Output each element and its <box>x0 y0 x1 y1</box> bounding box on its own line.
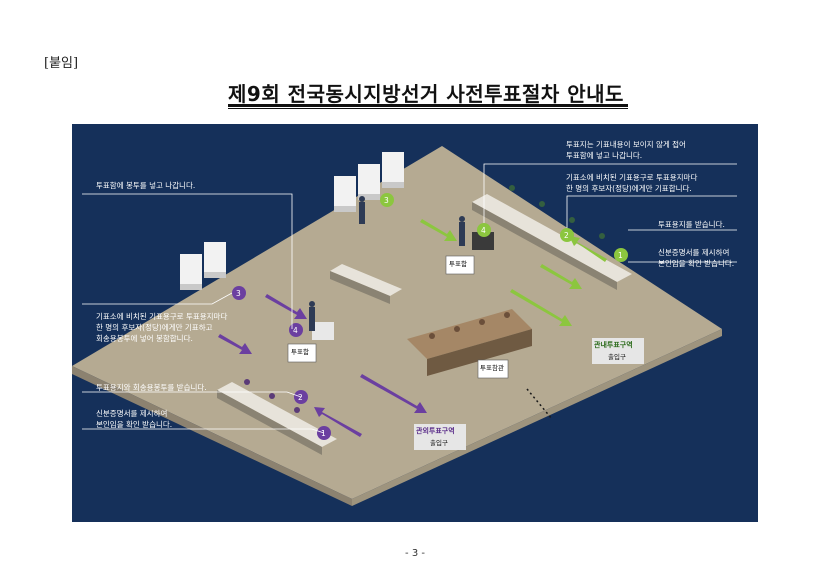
desk-left <box>217 382 337 447</box>
note-left-step4: 투표함에 봉투를 넣고 나갑니다. <box>96 181 196 190</box>
step-badge-left-1: 1 <box>321 429 326 438</box>
step-badge-left-2: 2 <box>298 393 303 402</box>
arrow-icon <box>218 294 427 437</box>
step-badge-right-3: 3 <box>384 196 389 205</box>
step-badge-left-3: 3 <box>236 289 241 298</box>
note-right-step4: 투표지는 기표내용이 보이지 않게 접어 투표함에 넣고 나갑니다. <box>566 140 686 160</box>
scene-svg <box>72 146 737 506</box>
desk-right <box>472 194 632 282</box>
inner-entrance-label: 출입구 <box>608 353 626 361</box>
step-number-badge <box>232 193 628 440</box>
note-left-step2: 투표용지와 회송용봉투를 받습니다. <box>96 383 207 392</box>
voting-booth-icon <box>180 242 226 290</box>
observer-desk <box>407 309 532 359</box>
page-number: - 3 - <box>405 548 425 559</box>
inner-exit-label: 관내투표구역 <box>594 341 633 349</box>
observer-sign <box>477 359 509 379</box>
ballot-box-sign <box>287 343 317 363</box>
title-underline-thin <box>228 108 628 109</box>
step-badge-left-4: 4 <box>293 326 298 335</box>
arrow-icon <box>420 219 607 326</box>
outer-exit-sign <box>414 424 466 450</box>
note-right-step1: 신분증명서를 제시하여 본인임을 확인 받습니다. <box>658 248 735 268</box>
voting-booth-icon <box>334 152 404 212</box>
observer-label: 투표참관 <box>480 364 504 372</box>
ballot-box-icon <box>312 322 334 340</box>
ballot-box-icon <box>472 232 494 250</box>
step-badge-right-2: 2 <box>564 231 569 240</box>
middle-desk <box>330 264 402 296</box>
note-left-step3: 기표소에 비치된 기표용구로 투표용지마다 한 명의 후보자(정당)에게만 기표… <box>96 312 228 343</box>
note-right-step2: 투표용지를 받습니다. <box>658 220 725 229</box>
outer-exit-label: 관외투표구역 <box>416 427 455 435</box>
voting-procedure-illustration: 1 2 3 4 1 2 3 4 투표함 투표함 투표참관 관내투표구역 출입구 … <box>72 124 758 522</box>
ballot-box-label-right: 투표함 <box>449 260 467 268</box>
title-underline <box>228 104 628 107</box>
page-title: 제9회 전국동시지방선거 사전투표절차 안내도 <box>228 82 624 106</box>
step-badge-right-4: 4 <box>481 226 486 235</box>
outer-entrance-label: 출입구 <box>430 439 448 447</box>
ballot-box-label-left: 투표함 <box>291 348 309 356</box>
ballot-box-sign <box>445 255 475 275</box>
staff-figures <box>244 185 605 413</box>
inner-exit-sign <box>592 338 644 364</box>
note-left-step1: 신분증명서를 제시하여 본인임을 확인 받습니다. <box>96 409 173 429</box>
attachment-label: [붙임] <box>44 56 79 71</box>
step-badge-right-1: 1 <box>618 251 623 260</box>
note-right-step3: 기표소에 비치된 기표용구로 투표용지마다 한 명의 후보자(정당)에게만 기표… <box>566 173 698 193</box>
voter-figure-icon <box>309 196 465 331</box>
